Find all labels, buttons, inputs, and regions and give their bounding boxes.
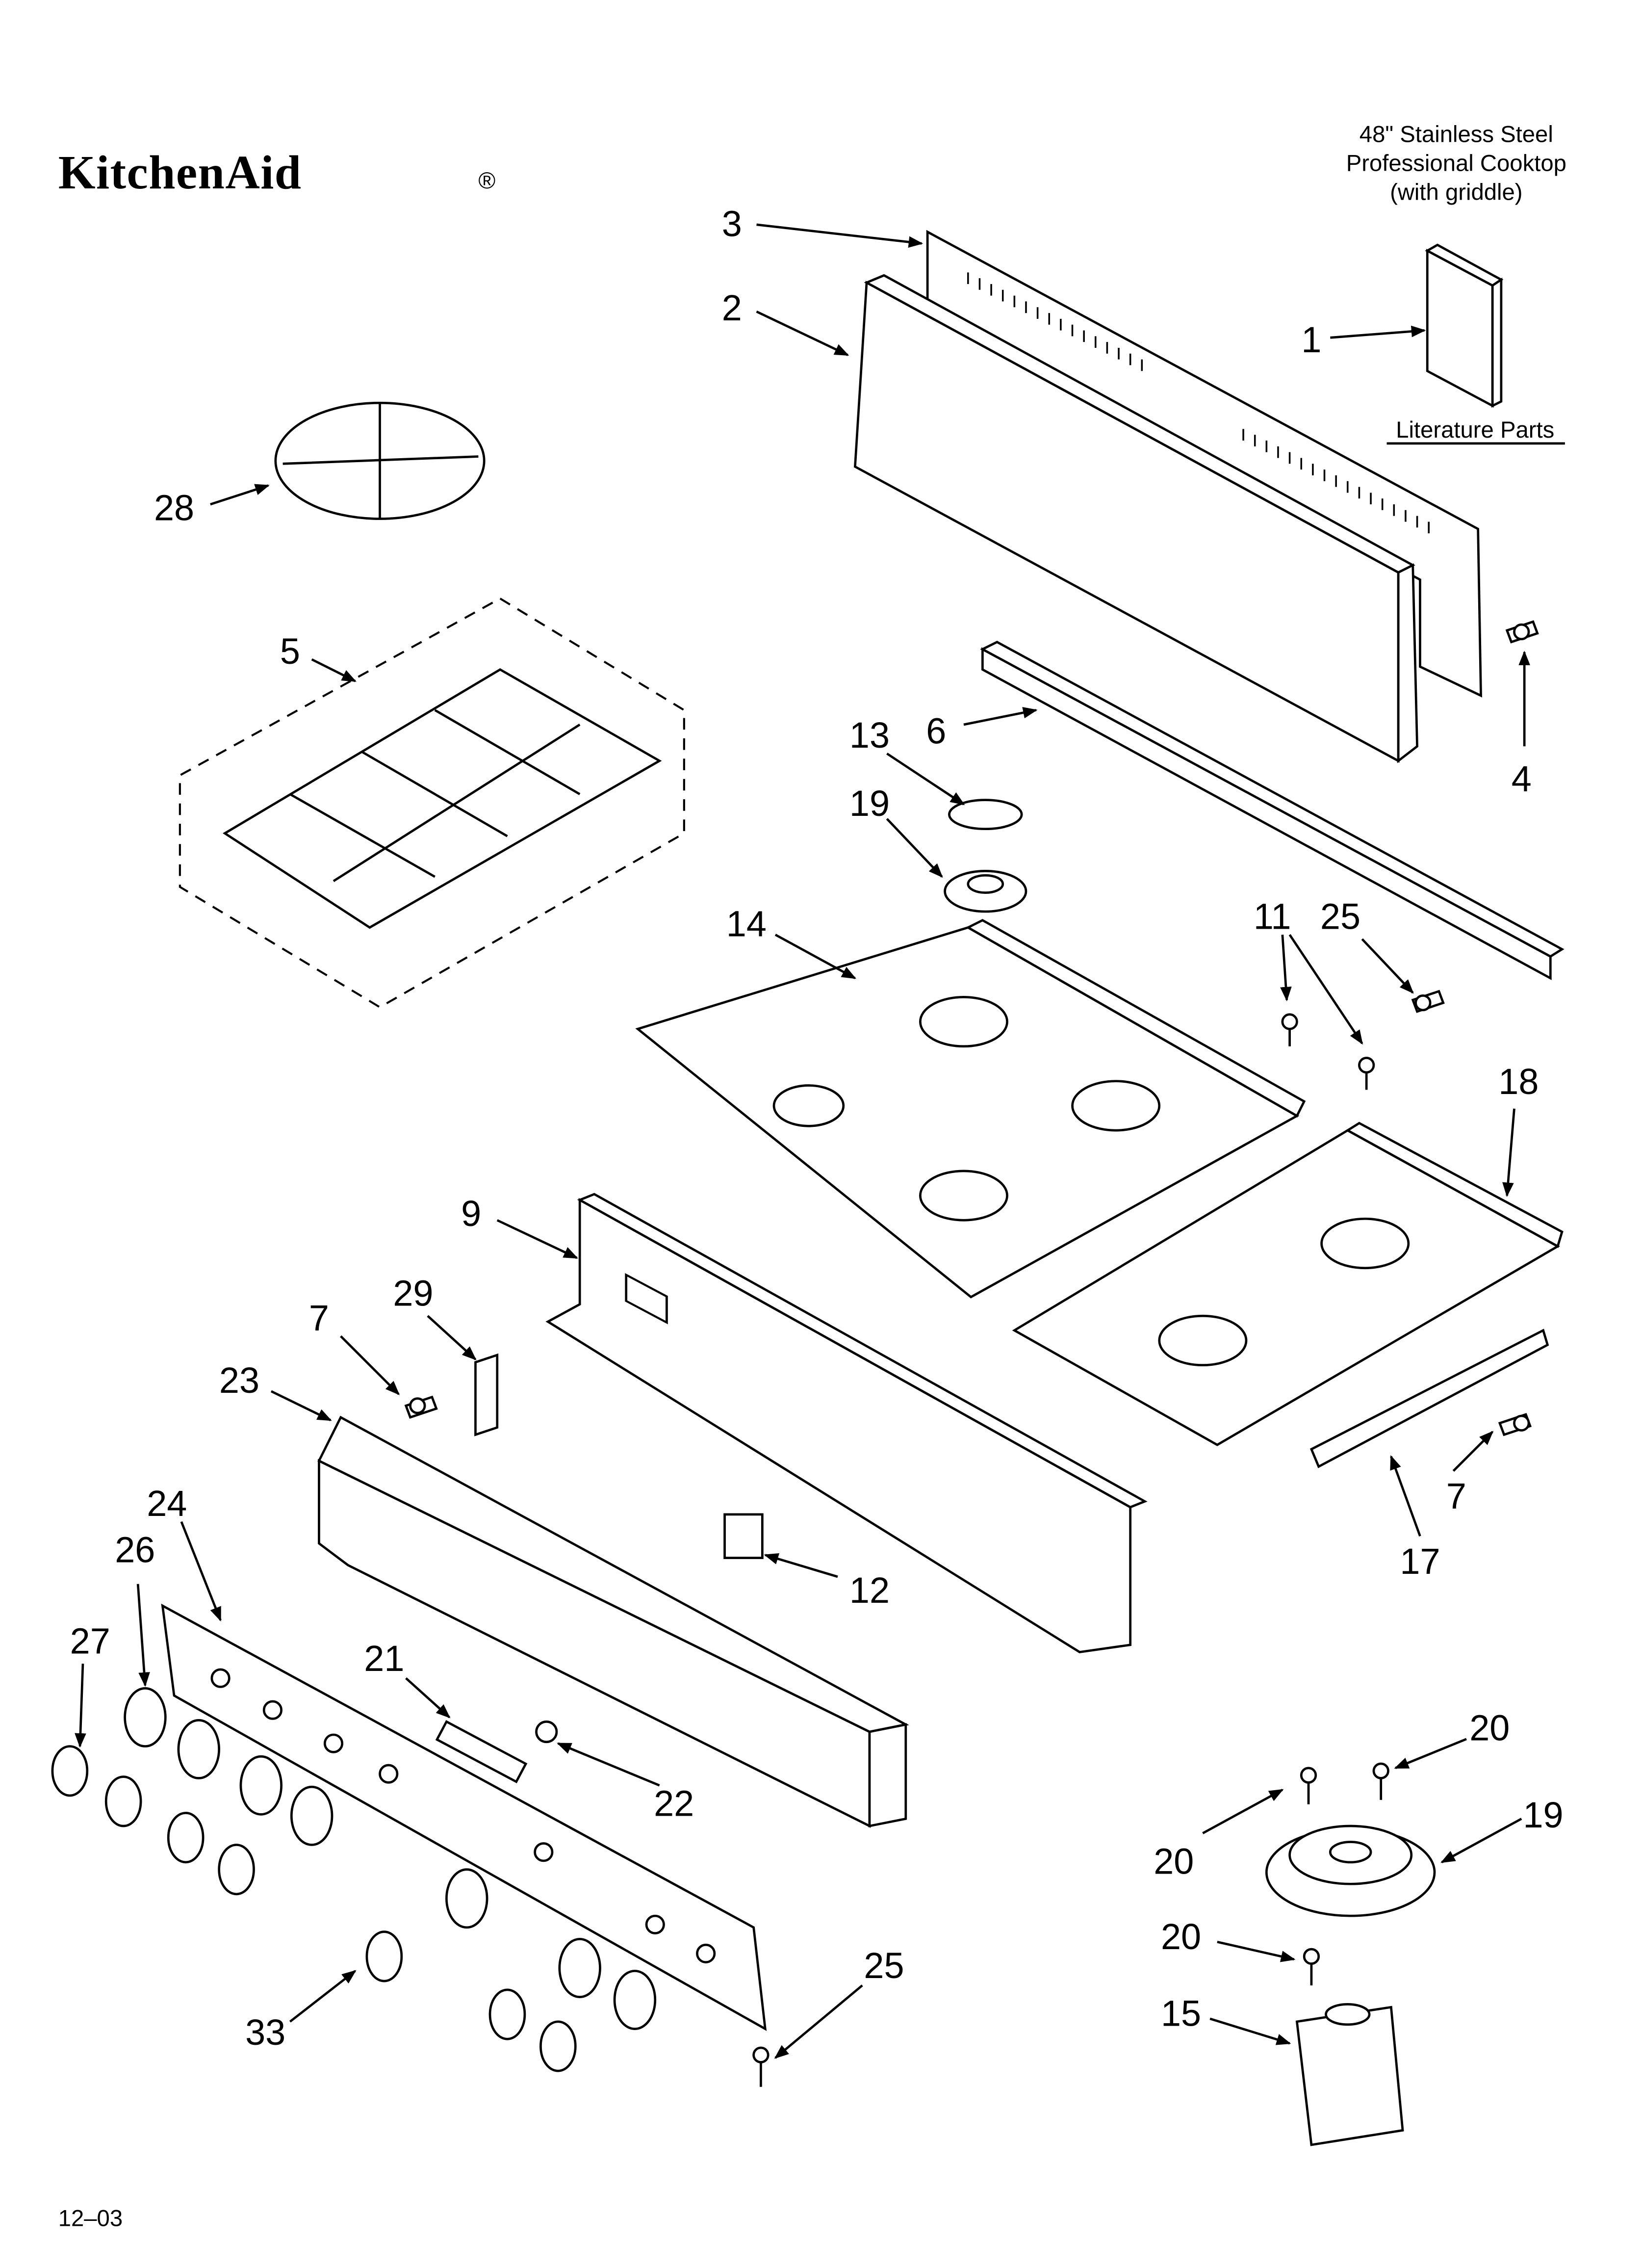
screw-25-bottom [752, 2046, 770, 2087]
callout-5: 5 [280, 631, 300, 672]
screw-7-left [404, 1395, 438, 1419]
nameplate [435, 1720, 528, 1784]
kitchenaid-logo: KitchenAid ® [58, 146, 496, 199]
svg-text:®: ® [478, 168, 495, 194]
callout-4: 4 [1512, 758, 1532, 799]
callout-22: 22 [654, 1783, 694, 1824]
callout-24: 24 [147, 1483, 187, 1524]
callout-26: 26 [115, 1529, 155, 1570]
svg-text:Professional Cooktop: Professional Cooktop [1346, 151, 1566, 177]
screw-7-right [1498, 1413, 1532, 1436]
screws-20 [1300, 1762, 1389, 1985]
callout-labels: 3 2 1 28 5 6 13 19 4 14 11 25 18 9 7 29 … [70, 204, 1564, 2053]
callout-6: 6 [926, 710, 946, 751]
callout-17: 17 [1400, 1541, 1440, 1582]
callout-9: 9 [461, 1193, 481, 1234]
callout-20-b: 20 [1154, 1841, 1194, 1882]
callout-7-left: 7 [309, 1298, 329, 1338]
svg-text:(with griddle): (with griddle) [1390, 180, 1522, 206]
literature-booklet [1425, 243, 1504, 408]
burner-grates [222, 668, 662, 929]
burner-base [1265, 1825, 1436, 1917]
callout-20-c: 20 [1161, 1916, 1201, 1957]
backsplash [853, 274, 1418, 763]
screw-25-top [1411, 990, 1445, 1013]
callout-21: 21 [364, 1638, 404, 1679]
callout-19-bottom: 19 [1523, 1795, 1564, 1835]
callout-13: 13 [849, 715, 890, 756]
screw-4 [1505, 620, 1539, 644]
burner-valve [1295, 2003, 1404, 2146]
callout-1: 1 [1301, 319, 1321, 360]
callout-33: 33 [245, 2012, 285, 2053]
spark-module [723, 1513, 764, 1559]
callout-25-top: 25 [1320, 896, 1360, 937]
left-burner-box [635, 919, 1306, 1299]
right-burner-box [1012, 1121, 1564, 1446]
burner-cap [948, 799, 1023, 831]
callout-28: 28 [154, 487, 194, 528]
svg-text:48" Stainless Steel: 48" Stainless Steel [1360, 121, 1553, 147]
callout-2: 2 [722, 287, 742, 328]
bracket-29 [474, 1353, 499, 1436]
callout-20-a: 20 [1469, 1708, 1510, 1748]
control-knobs [51, 1745, 577, 2072]
callout-18: 18 [1498, 1061, 1539, 1102]
date-code: 12–03 [58, 2205, 123, 2231]
callout-3: 3 [722, 204, 742, 244]
callout-7-right: 7 [1446, 1476, 1466, 1516]
callout-19-top: 19 [849, 783, 890, 824]
callout-arrows [75, 223, 1530, 2059]
trim-strip [1309, 1329, 1549, 1468]
callout-12: 12 [849, 1570, 890, 1611]
knob-bezels [124, 1687, 657, 2030]
literature-parts-label: Literature Parts [1396, 417, 1554, 443]
callout-23: 23 [219, 1360, 259, 1401]
svg-text:KitchenAid: KitchenAid [58, 146, 302, 199]
product-title: 48" Stainless Steel Professional Cooktop… [1346, 121, 1566, 205]
screws-11 [1281, 1013, 1375, 1090]
nut-22 [535, 1720, 558, 1744]
griddle-cover-lines [282, 403, 479, 519]
callout-25-bottom: 25 [864, 1945, 904, 1986]
callout-15: 15 [1161, 1993, 1201, 2034]
control-panel [161, 1603, 767, 2031]
callout-29: 29 [393, 1273, 433, 1314]
rear-rail [980, 640, 1565, 980]
front-control-frame [317, 1415, 909, 1828]
manifold-panel [545, 1193, 1148, 1654]
callout-11: 11 [1254, 896, 1291, 937]
callout-27: 27 [70, 1621, 110, 1662]
callout-14: 14 [726, 903, 767, 944]
burner-base-top [944, 869, 1027, 913]
